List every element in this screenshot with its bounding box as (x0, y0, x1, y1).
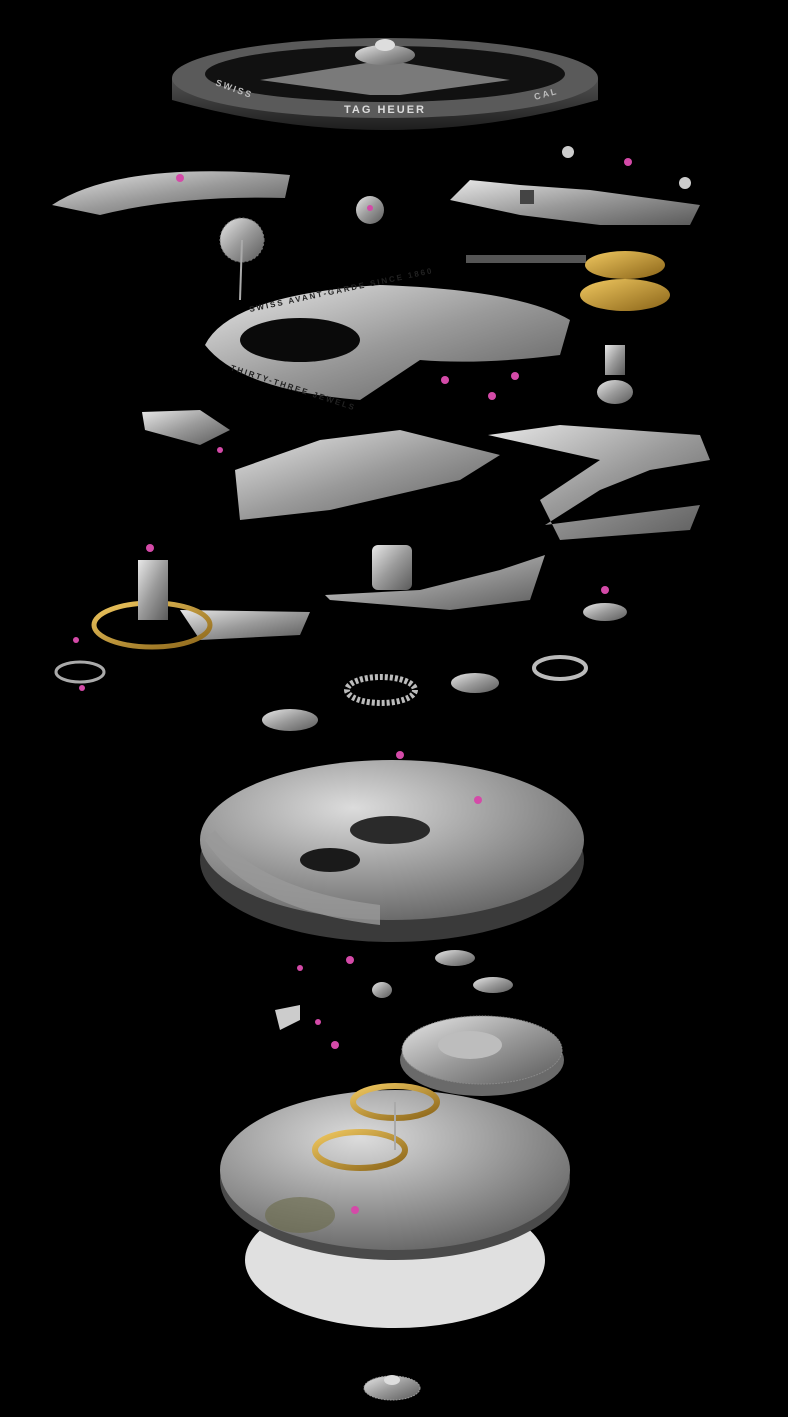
upper-bridges (52, 146, 700, 311)
mainspring-barrel (400, 1015, 564, 1096)
base-plate (220, 1083, 570, 1328)
main-plate (200, 751, 584, 942)
balance-assembly (54, 544, 310, 691)
small-parts (275, 950, 513, 1049)
main-bridge: SWISS AVANT-GARDE SINCE 1860 THIRTY-THRE… (205, 266, 633, 412)
chronograph-mechanism (325, 545, 627, 621)
wheels-upper (262, 655, 588, 731)
bottom-wheel (363, 1375, 421, 1401)
rotor-brand-engraving: TAG HEUER (344, 104, 426, 116)
rotor: TAG HEUER SWISS CAL (172, 38, 598, 130)
chronograph-levers (142, 410, 710, 540)
